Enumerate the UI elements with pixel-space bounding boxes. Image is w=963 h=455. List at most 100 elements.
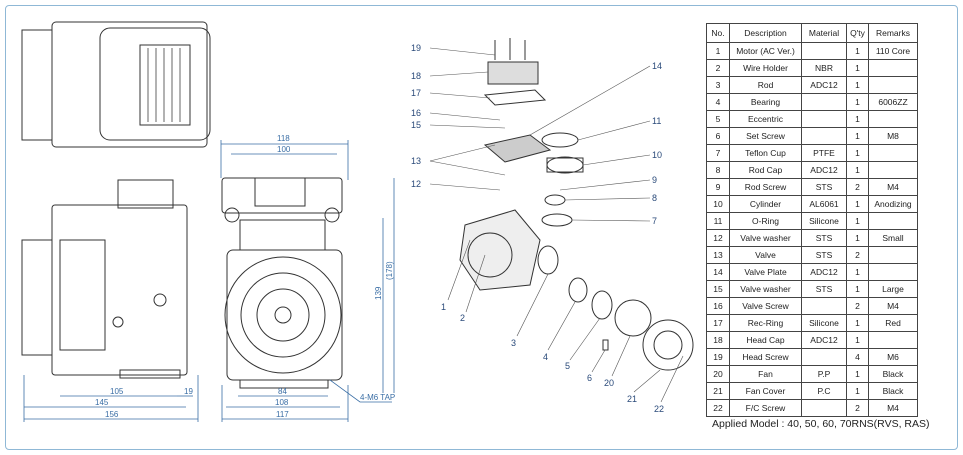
callout-18: 18 xyxy=(411,71,421,81)
dim-19: 19 xyxy=(184,387,193,396)
cell-qty: 1 xyxy=(846,212,869,230)
cell-description: Eccentric xyxy=(729,110,802,128)
cell-material xyxy=(801,348,847,366)
cell-qty: 1 xyxy=(846,280,869,298)
cell-no: 21 xyxy=(706,382,730,400)
cell-material xyxy=(801,110,847,128)
cell-remarks xyxy=(868,263,918,281)
callout-6: 6 xyxy=(587,373,592,383)
cell-qty: 1 xyxy=(846,365,869,383)
cell-material: STS xyxy=(801,246,847,264)
cell-qty: 1 xyxy=(846,110,869,128)
dim-139: 139 xyxy=(374,286,383,300)
callout-8: 8 xyxy=(652,193,657,203)
callout-4: 4 xyxy=(543,352,548,362)
cell-qty: 1 xyxy=(846,127,869,145)
cell-qty: 1 xyxy=(846,76,869,94)
cell-qty: 1 xyxy=(846,263,869,281)
cell-qty: 1 xyxy=(846,331,869,349)
header-description: Description xyxy=(729,23,802,43)
cell-no: 11 xyxy=(706,212,730,230)
cell-no: 12 xyxy=(706,229,730,247)
callout-13: 13 xyxy=(411,156,421,166)
cell-remarks: 110 Core xyxy=(868,42,918,60)
cell-description: Rod Cap xyxy=(729,161,802,179)
cell-description: Fan xyxy=(729,365,802,383)
cell-description: Cylinder xyxy=(729,195,802,213)
callout-7: 7 xyxy=(652,216,657,226)
cell-qty: 2 xyxy=(846,246,869,264)
cell-remarks xyxy=(868,161,918,179)
cell-material: P.P xyxy=(801,365,847,383)
cell-description: Valve Plate xyxy=(729,263,802,281)
callout-12: 12 xyxy=(411,179,421,189)
dim-145: 145 xyxy=(95,398,109,407)
cell-description: Teflon Cup xyxy=(729,144,802,162)
dim-84: 84 xyxy=(278,387,287,396)
cell-no: 17 xyxy=(706,314,730,332)
cell-no: 2 xyxy=(706,59,730,77)
cell-qty: 1 xyxy=(846,314,869,332)
cell-no: 19 xyxy=(706,348,730,366)
callout-1: 1 xyxy=(441,302,446,312)
cell-qty: 2 xyxy=(846,399,869,417)
front-view xyxy=(221,177,343,389)
cell-material: STS xyxy=(801,178,847,196)
dim-100: 100 xyxy=(277,145,291,154)
cell-description: Head Screw xyxy=(729,348,802,366)
callout-14: 14 xyxy=(652,61,662,71)
cell-no: 1 xyxy=(706,42,730,60)
header-material: Material xyxy=(801,23,847,43)
cell-material: STS xyxy=(801,280,847,298)
dim-118: 118 xyxy=(277,134,290,143)
cell-remarks: M4 xyxy=(868,297,918,315)
cell-remarks: Large xyxy=(868,280,918,298)
cell-description: Fan Cover xyxy=(729,382,802,400)
callout-5: 5 xyxy=(565,361,570,371)
cell-remarks: 6006ZZ xyxy=(868,93,918,111)
cell-remarks: Black xyxy=(868,365,918,383)
cell-no: 5 xyxy=(706,110,730,128)
cell-remarks xyxy=(868,331,918,349)
cell-no: 15 xyxy=(706,280,730,298)
cell-material: STS xyxy=(801,229,847,247)
cell-description: Valve washer xyxy=(729,229,802,247)
cell-qty: 1 xyxy=(846,229,869,247)
callout-16: 16 xyxy=(411,108,421,118)
dim-178: (178) xyxy=(385,261,394,280)
table-header-row: No. Description Material Q'ty Remarks xyxy=(706,23,918,43)
cell-material: ADC12 xyxy=(801,331,847,349)
cell-description: Rec-Ring xyxy=(729,314,802,332)
cell-material: AL6061 xyxy=(801,195,847,213)
cell-qty: 1 xyxy=(846,59,869,77)
cell-no: 22 xyxy=(706,399,730,417)
cell-qty: 1 xyxy=(846,144,869,162)
cell-remarks: Black xyxy=(868,382,918,400)
cell-qty: 4 xyxy=(846,348,869,366)
cell-no: 13 xyxy=(706,246,730,264)
callout-21: 21 xyxy=(627,394,637,404)
cell-description: Motor (AC Ver.) xyxy=(729,42,802,60)
cell-remarks xyxy=(868,110,918,128)
cell-remarks xyxy=(868,59,918,77)
cell-no: 14 xyxy=(706,263,730,281)
